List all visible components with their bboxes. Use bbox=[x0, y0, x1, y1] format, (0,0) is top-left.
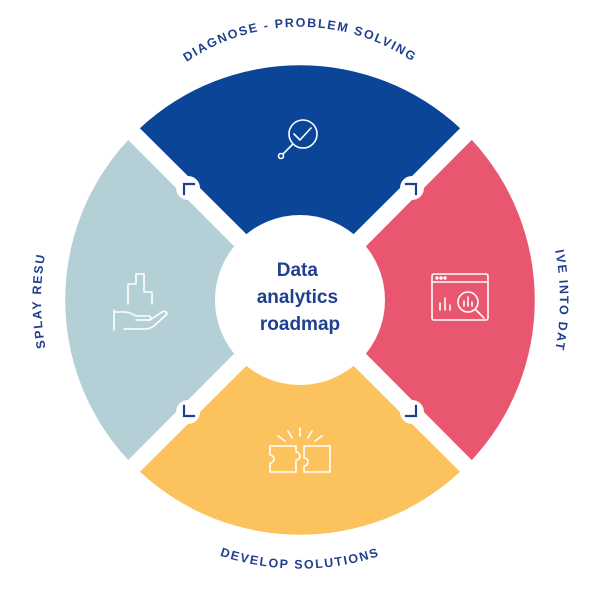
segment-dive-into-data bbox=[364, 139, 535, 461]
label-develop-solutions: DEVELOP SOLUTIONS bbox=[219, 545, 380, 572]
svg-text:DISPLAY RESULT: DISPLAY RESULT bbox=[0, 0, 48, 350]
segment-diagnose bbox=[139, 65, 461, 236]
segment-develop-solutions bbox=[139, 364, 461, 535]
puzzle-pieces-icon bbox=[269, 427, 331, 473]
magnifier-check-icon bbox=[277, 119, 318, 160]
gap-markers bbox=[176, 176, 424, 424]
corner-marker-bottom-left bbox=[176, 400, 200, 424]
center-circle bbox=[215, 215, 385, 385]
segment-display-result bbox=[65, 139, 236, 461]
hand-chart-icon bbox=[113, 273, 168, 331]
label-display-result: DISPLAY RESULT bbox=[0, 0, 47, 350]
corner-marker-top-left bbox=[176, 176, 200, 200]
center-title-line1: Data bbox=[277, 260, 319, 281]
center-title-line2: analytics bbox=[257, 287, 338, 308]
corner-marker-bottom-right bbox=[400, 400, 424, 424]
svg-text:DIAGNOSE - PROBLEM SOLVING: DIAGNOSE - PROBLEM SOLVING bbox=[181, 16, 420, 65]
center-title-line3: roadmap bbox=[260, 314, 340, 335]
label-diagnose: DIAGNOSE - PROBLEM SOLVING bbox=[181, 16, 418, 65]
svg-text:Data analytics roadmap: Data analytics roadmap bbox=[257, 260, 344, 335]
corner-marker-top-right bbox=[400, 176, 424, 200]
svg-text:DEVELOP SOLUTIONS: DEVELOP SOLUTIONS bbox=[219, 545, 381, 572]
browser-analytics-icon bbox=[431, 273, 489, 321]
wheel bbox=[65, 65, 535, 535]
